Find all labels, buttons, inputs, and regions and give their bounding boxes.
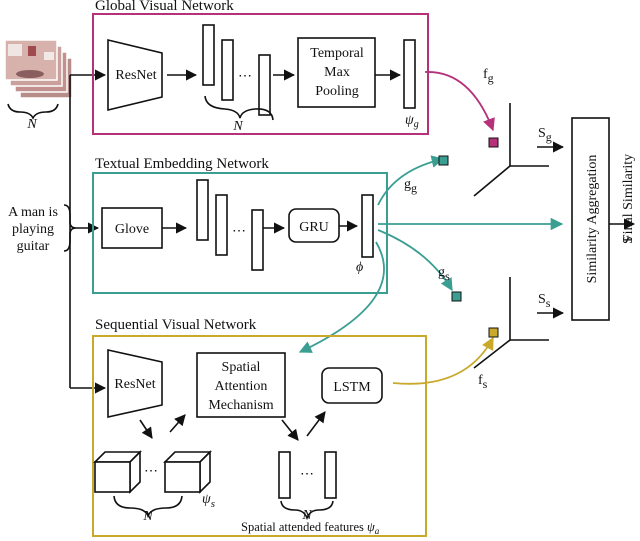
global-resnet-block xyxy=(107,38,163,112)
spatial-attention-block xyxy=(196,352,286,418)
caption-line-3: guitar xyxy=(17,239,50,254)
global-feature-bar-1 xyxy=(202,24,215,86)
global-n-brace xyxy=(204,95,274,121)
pooling-label-line-1: Temporal xyxy=(310,46,364,61)
caption-line-2: playing xyxy=(12,222,54,237)
textual-to-attention-arrow xyxy=(298,241,385,353)
sg-label: Sg xyxy=(538,126,552,144)
sequential-n-left-label: N xyxy=(142,509,153,524)
gg-label: gg xyxy=(404,177,417,195)
feature-map-cube-left xyxy=(93,450,142,494)
sequential-embedding-space xyxy=(473,277,549,369)
attended-feature-ellipsis: ⋯ xyxy=(300,467,314,482)
frames-brace xyxy=(7,103,59,120)
sequential-n-right-brace xyxy=(280,500,334,521)
global-network-frame xyxy=(92,13,429,135)
gs-label: gs xyxy=(438,265,450,283)
pooling-label-line-3: Pooling xyxy=(315,84,359,99)
attended-feature-bar-1 xyxy=(278,451,291,499)
textual-feature-bar-1 xyxy=(196,179,209,241)
sequential-resnet-block xyxy=(107,349,163,418)
global-feature-bar-3 xyxy=(258,54,271,116)
sequential-network-frame xyxy=(92,335,427,537)
similarity-aggregation-block xyxy=(571,117,610,321)
text-embedding-bar xyxy=(361,194,374,258)
pooling-label-line-2: Max xyxy=(324,65,350,80)
textual-feature-bar-3 xyxy=(251,209,264,271)
sequential-n-right-label: N xyxy=(301,508,312,523)
global-network-title: Global Visual Network xyxy=(95,0,234,14)
textual-feature-bar-2 xyxy=(215,194,228,256)
feature-map-ellipsis: ⋯ xyxy=(144,464,158,479)
textual-network-title: Textual Embedding Network xyxy=(95,156,269,172)
global-projection-arrow xyxy=(424,71,495,132)
sequential-n-left-brace xyxy=(113,495,183,519)
textual-feature-ellipsis: ⋯ xyxy=(232,224,246,239)
glove-label: Glove xyxy=(115,222,149,237)
global-pooled-feature-bar xyxy=(403,39,416,109)
ss-label: Ss xyxy=(538,292,551,310)
maps-to-attention-arrow xyxy=(169,414,186,433)
final-similarity-label: Final Similarity xyxy=(621,154,636,242)
video-frames-stack xyxy=(4,39,73,99)
textual-to-global-space-arrow xyxy=(377,155,445,206)
attention-to-features-arrow xyxy=(281,419,299,441)
attention-label-line-2: Attention xyxy=(215,379,268,394)
attended-feature-bar-2 xyxy=(324,451,337,499)
attention-label-line-1: Spatial xyxy=(222,360,261,375)
fg-label: fg xyxy=(483,67,494,85)
phi-label: ϕ xyxy=(356,260,363,275)
attention-label-line-3: Mechanism xyxy=(208,398,273,413)
caption-line-1: A man is xyxy=(8,205,58,220)
global-video-point xyxy=(488,137,499,148)
psi-g-label: ψg xyxy=(405,113,419,130)
temporal-max-pooling-block xyxy=(297,37,376,108)
global-feature-ellipsis: ⋯ xyxy=(238,69,252,84)
attended-features-caption: Spatial attended features ψa xyxy=(241,520,380,536)
sequential-resnet-label: ResNet xyxy=(114,377,155,392)
global-feature-bar-2 xyxy=(221,39,234,101)
lstm-label: LSTM xyxy=(333,380,371,395)
similarity-aggregation-label: Similarity Aggregation xyxy=(585,155,600,284)
frames-count-label: N xyxy=(26,117,37,132)
gru-label: GRU xyxy=(299,220,329,235)
sequential-projection-arrow xyxy=(392,336,494,385)
lstm-block xyxy=(321,367,383,404)
glove-block xyxy=(101,207,163,249)
global-n-label: N xyxy=(232,119,243,134)
resnet-to-maps-arrow xyxy=(139,419,153,439)
feature-map-cube-right xyxy=(163,450,212,494)
global-text-point xyxy=(438,155,449,166)
psi-s-label: ψs xyxy=(202,492,215,510)
sequential-text-point xyxy=(451,291,462,302)
textual-to-sequential-space-arrow xyxy=(377,229,453,292)
global-embedding-space xyxy=(473,103,549,197)
global-resnet-label: ResNet xyxy=(115,68,156,83)
final-similarity-symbol: S xyxy=(621,236,636,244)
features-to-lstm-arrow xyxy=(306,411,326,437)
sequential-video-point xyxy=(488,327,499,338)
sequential-network-title: Sequential Visual Network xyxy=(95,317,257,333)
fs-label: fs xyxy=(478,373,488,391)
